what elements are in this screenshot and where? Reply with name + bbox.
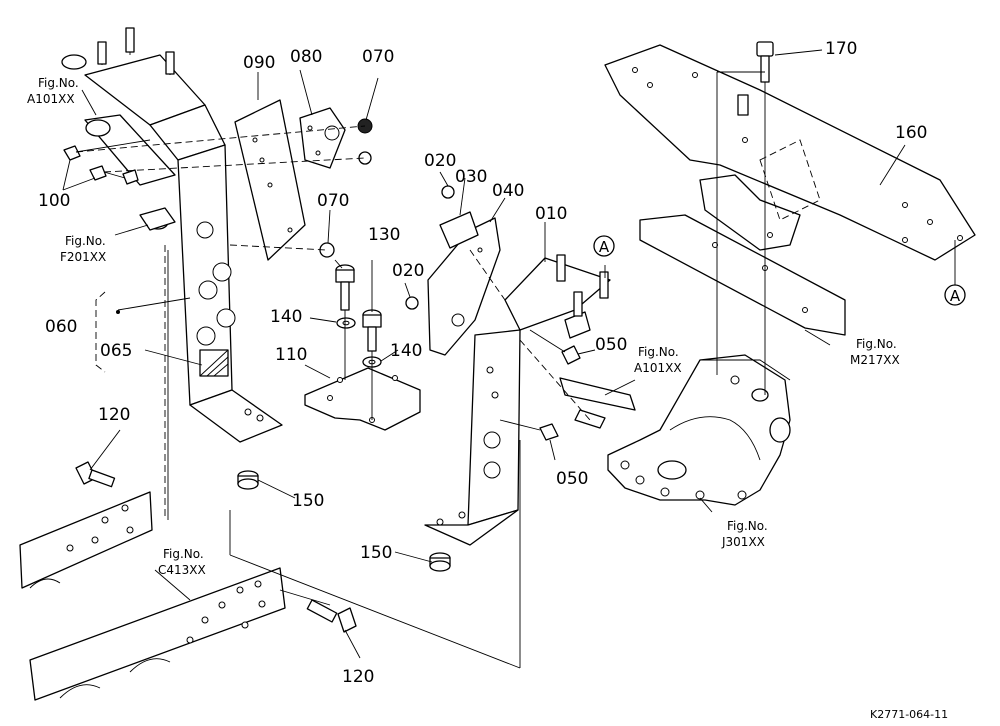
figref-c413-1: Fig.No.	[163, 547, 204, 561]
clamp-piece	[84, 114, 176, 231]
part-140-right: 140	[390, 341, 422, 361]
rubber-150-right	[429, 552, 451, 572]
figref-c413-2: C413XX	[158, 563, 206, 577]
plate-080	[299, 107, 346, 169]
part-020-lower: 020	[392, 261, 424, 281]
part-010: 010	[535, 204, 567, 224]
frame-rail-rear	[19, 491, 153, 589]
left-bracket	[61, 27, 283, 443]
bolt-100	[63, 139, 151, 185]
figref-a101-mid-2: A101XX	[634, 361, 682, 375]
figref-f201-2: F201XX	[60, 250, 106, 264]
part-050-lower: 050	[556, 469, 588, 489]
figref-a101-top-2: A101XX	[27, 92, 75, 106]
part-170: 170	[825, 39, 857, 59]
leader-lines	[62, 49, 956, 659]
bracket-030	[439, 211, 479, 249]
part-040: 040	[492, 181, 524, 201]
part-060: 060	[45, 317, 77, 337]
part-110: 110	[275, 345, 307, 365]
bolt-050-upper	[529, 329, 581, 365]
part-070-upper: 070	[362, 47, 394, 67]
link-bar	[559, 377, 636, 429]
nut-020-upper	[441, 185, 455, 199]
part-090: 090	[243, 53, 275, 73]
marker-a-right: A	[950, 287, 961, 305]
drawing-code: K2771-064-11	[870, 708, 948, 721]
bracket-010	[424, 254, 611, 546]
part-150-right: 150	[360, 543, 392, 563]
figref-a101-mid-1: Fig.No.	[638, 345, 679, 359]
part-080: 080	[290, 47, 322, 67]
bolt-120-lower	[306, 599, 357, 633]
part-140-left: 140	[270, 307, 302, 327]
frame-rail-front	[29, 567, 286, 701]
nut-020-lower	[405, 296, 419, 310]
figref-a101-top-1: Fig.No.	[38, 76, 79, 90]
figref-f201-1: Fig.No.	[65, 234, 106, 248]
part-065: 065	[100, 341, 132, 361]
marker-a-mid: A	[599, 238, 610, 256]
bolt-170	[756, 41, 774, 83]
part-150-left: 150	[292, 491, 324, 511]
part-120-upper: 120	[98, 405, 130, 425]
part-120-lower: 120	[342, 667, 374, 687]
figref-j301-1: Fig.No.	[727, 519, 768, 533]
rubber-150-left	[237, 470, 259, 490]
figref-m217-1: Fig.No.	[856, 337, 897, 351]
part-100: 100	[38, 191, 70, 211]
part-070-lower: 070	[317, 191, 349, 211]
part-130: 130	[368, 225, 400, 245]
washer-140-a	[336, 317, 356, 329]
part-020-upper: 020	[424, 151, 456, 171]
part-030: 030	[455, 167, 487, 187]
bolt-130-b	[362, 309, 382, 352]
plate-110	[304, 367, 421, 431]
part-160: 160	[895, 123, 927, 143]
bolt-050-lower	[499, 419, 559, 441]
figref-m217-2: M217XX	[850, 353, 900, 367]
bracket-090	[234, 99, 306, 261]
nut-070-upper	[357, 118, 373, 165]
bolt-130-a	[335, 264, 355, 311]
figref-j301-2: J301XX	[721, 535, 765, 549]
housing-j301	[607, 354, 791, 506]
part-050-upper: 050	[595, 335, 627, 355]
bolt-120-upper	[75, 461, 116, 488]
hitch-plate-160	[604, 44, 976, 261]
